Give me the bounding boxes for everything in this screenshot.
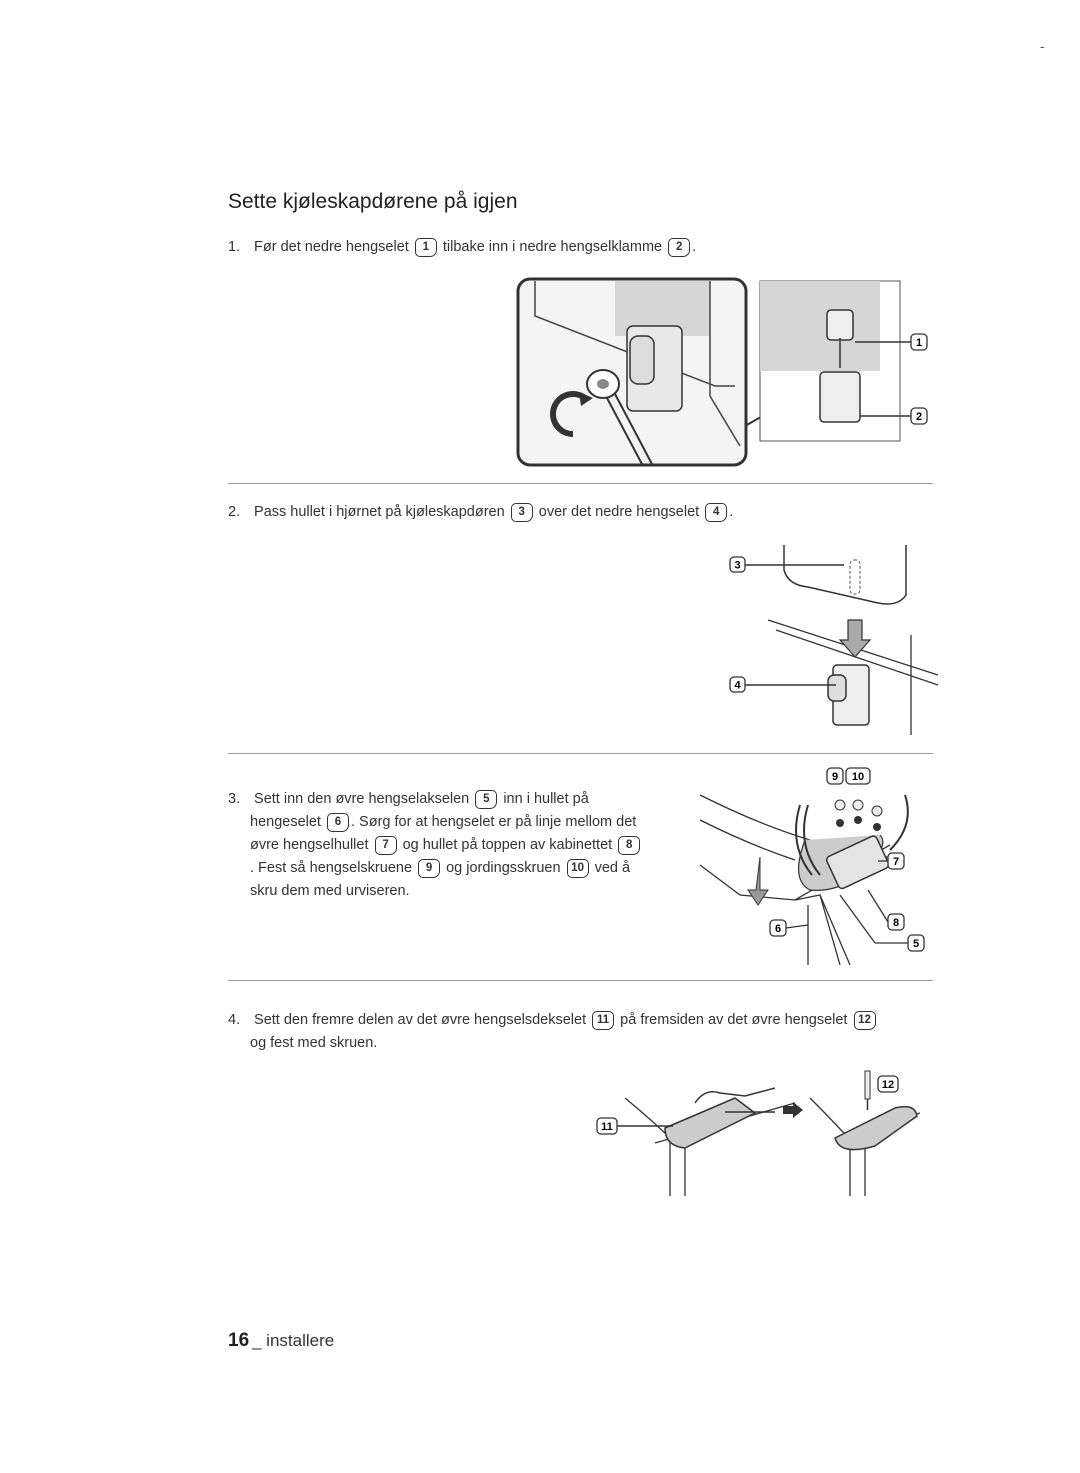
section-divider [228, 753, 933, 754]
step-line: 3. Sett inn den øvre hengselakselen 5 in… [228, 788, 642, 811]
step-line: øvre hengselhullet 7 og hullet på toppen… [228, 834, 642, 857]
step-text: og fest med skruen. [250, 1035, 378, 1051]
step-text: og jordingsskruen [446, 860, 561, 876]
step-3: 3. Sett inn den øvre hengselakselen 5 in… [228, 788, 642, 903]
callout-badge: 10 [566, 859, 589, 878]
svg-text:5: 5 [913, 938, 919, 950]
step-text: Før det nedre hengselet [254, 239, 409, 255]
step-text: tilbake inn i nedre hengselklamme [442, 239, 663, 255]
callout-4: 4 [729, 676, 836, 693]
step-text: inn i hullet på [503, 791, 589, 807]
step-text: over det nedre hengselet [538, 504, 700, 520]
step-line: 4. Sett den fremre delen av det øvre hen… [228, 1009, 878, 1032]
step-text: og hullet på toppen av kabinettet [402, 837, 613, 853]
step-text: på fremsiden av det øvre hengselet [620, 1012, 848, 1028]
callout-badge: 5 [475, 790, 498, 809]
page-number: 16 [228, 1330, 250, 1351]
callout-7: 7 [878, 852, 905, 870]
step-1: 1. Før det nedre hengselet 1 tilbake inn… [228, 236, 696, 259]
step-line: og fest med skruen. [228, 1032, 878, 1055]
callout-badge: 9 [418, 859, 441, 878]
step-text: . Fest så hengselskruene [250, 860, 413, 876]
figure-hinge-cover: 12 11 [596, 1070, 921, 1196]
callout-10: 10 [845, 767, 871, 785]
step-text: Sett inn den øvre hengselakselen [254, 791, 470, 807]
callout-badge: 4 [705, 503, 728, 522]
callout-8: 8 [867, 889, 905, 931]
svg-text:12: 12 [882, 1079, 894, 1091]
svg-text:8: 8 [893, 917, 899, 929]
svg-text:6: 6 [775, 923, 781, 935]
callout-12: 12 [877, 1075, 899, 1093]
callout-badge: 11 [592, 1011, 615, 1030]
step-text: Sett den fremre delen av det øvre hengse… [254, 1012, 587, 1028]
step-number: 1. [228, 239, 241, 255]
svg-text:7: 7 [893, 856, 899, 868]
step-text: Pass hullet i hjørnet på kjøleskapdøren [254, 504, 505, 520]
svg-text:4: 4 [734, 680, 741, 692]
callout-badge: 8 [618, 836, 641, 855]
section-divider [228, 483, 933, 484]
callout-badge: 2 [668, 238, 691, 257]
page-title: Sette kjøleskapdørene på igjen [228, 190, 518, 213]
svg-text:9: 9 [832, 771, 838, 783]
callout-11: 11 [596, 1117, 673, 1135]
step-text: øvre hengselhullet [250, 837, 369, 853]
figure-upper-hinge: 9 10 7 8 6 5 [699, 767, 925, 966]
step-line: hengeselet 6. Sørg for at hengselet er p… [228, 811, 642, 834]
svg-text:1: 1 [916, 337, 922, 349]
step-number: 3. [228, 791, 241, 807]
svg-text:10: 10 [852, 771, 864, 783]
callout-6: 6 [769, 919, 809, 937]
step-2: 2. Pass hullet i hjørnet på kjøleskapdør… [228, 501, 733, 524]
step-text: . [692, 239, 697, 255]
callout-2: 2 [860, 407, 928, 425]
svg-text:3: 3 [734, 560, 740, 572]
step-text: . Sørg for at hengselet er på linje mell… [350, 814, 637, 830]
svg-text:11: 11 [601, 1121, 613, 1133]
figure-lower-hinge: 1 2 [516, 277, 928, 467]
section-name: _ installere [252, 1331, 335, 1350]
step-4: 4. Sett den fremre delen av det øvre hen… [228, 1009, 878, 1055]
step-line: . Fest så hengselskruene 9 og jordingssk… [228, 857, 642, 880]
callout-3: 3 [729, 556, 844, 573]
step-number: 4. [228, 1012, 241, 1028]
callout-badge: 1 [414, 238, 437, 257]
step-text: skru dem med urviseren. [250, 883, 410, 899]
svg-text:2: 2 [916, 411, 922, 423]
step-line: skru dem med urviseren. [228, 880, 642, 903]
step-text: ved å [594, 860, 631, 876]
step-text: . [729, 504, 734, 520]
callout-badge: 3 [510, 503, 533, 522]
step-number: 2. [228, 504, 241, 520]
corner-mark: - [1040, 38, 1045, 54]
callout-badge: 6 [326, 813, 349, 832]
callout-9: 9 [826, 767, 844, 785]
callout-badge: 12 [853, 1011, 876, 1030]
figure-door-hinge-fit: 3 4 [729, 545, 939, 735]
callout-badge: 7 [374, 836, 397, 855]
callout-1: 1 [855, 333, 928, 351]
section-divider [228, 980, 933, 981]
step-text: hengeselet [250, 814, 321, 830]
callout-5: 5 [839, 894, 925, 952]
